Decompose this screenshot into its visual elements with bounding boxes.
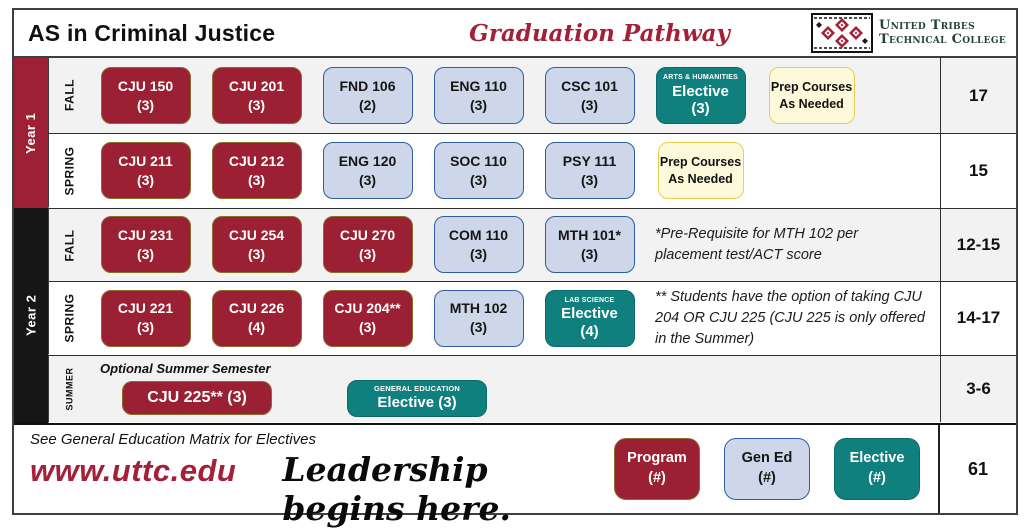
pathway-title: Graduation Pathway	[469, 19, 730, 47]
summer-content: Optional Summer Semester CJU 225** (3) G…	[90, 356, 940, 423]
credits-cell: 14-17	[940, 282, 1016, 355]
optional-summer-label: Optional Summer Semester	[100, 360, 271, 376]
graduation-pathway-sheet: AS in Criminal Justice Graduation Pathwa…	[12, 8, 1018, 528]
row-year1-fall: FALL CJU 150(3) CJU 201(3) FND 106(2) EN…	[48, 58, 1016, 133]
lab-science-elective-box: LAB SCIENCE Elective (4)	[544, 289, 635, 347]
row-content: CJU 150(3) CJU 201(3) FND 106(2) ENG 110…	[90, 58, 940, 133]
course-box-eng120: ENG 120(3)	[322, 142, 413, 200]
course-box-cju201: CJU 201(3)	[211, 67, 302, 124]
course-box-mth102: MTH 102(3)	[433, 289, 524, 347]
gen-ed-matrix-note: See General Education Matrix for Electiv…	[30, 431, 316, 448]
course-box-psy111: PSY 111(3)	[544, 142, 635, 200]
year-column: Year 1 Year 2	[14, 58, 48, 423]
semester-label: SPRING	[48, 134, 90, 208]
course-box-cju270: CJU 270(3)	[322, 216, 413, 274]
arts-humanities-elective-box: ARTS & HUMANITIES Elective (3)	[655, 67, 746, 124]
course-box-cju225: CJU 225** (3)	[122, 381, 272, 415]
course-box-cju231: CJU 231(3)	[100, 216, 191, 274]
college-name-line1: United Tribes	[879, 17, 975, 33]
year-2-label: Year 2	[14, 208, 48, 423]
course-box-cju211: CJU 211(3)	[100, 142, 191, 200]
row-summer: SUMMER Optional Summer Semester CJU 225*…	[48, 354, 1016, 423]
header: AS in Criminal Justice Graduation Pathwa…	[14, 10, 1016, 58]
course-box-csc101: CSC 101(3)	[544, 67, 635, 124]
pathway-table: Year 1 Year 2 FALL CJU 150(3) CJU 201(3)…	[14, 58, 1016, 423]
cju204-option-note: ** Students have the option of taking CJ…	[655, 288, 925, 347]
course-box-fnd106: FND 106(2)	[322, 67, 413, 124]
row-year2-spring: SPRING CJU 221(3) CJU 226(4) CJU 204**(3…	[48, 281, 1016, 355]
course-box-cju226: CJU 226(4)	[211, 289, 302, 347]
website-link[interactable]: www.uttc.edu	[30, 453, 237, 488]
row-content: CJU 221(3) CJU 226(4) CJU 204**(3) MTH 1…	[90, 282, 940, 355]
legend-gened-box: Gen Ed(#)	[724, 438, 810, 500]
course-box-cju254: CJU 254(3)	[211, 216, 302, 274]
row-year1-spring: SPRING CJU 211(3) CJU 212(3) ENG 120(3) …	[48, 133, 1016, 208]
legend: Program(#) Gen Ed(#) Elective(#)	[614, 425, 938, 513]
tribal-diamond-icon	[811, 13, 873, 53]
course-box-soc110: SOC 110(3)	[433, 142, 524, 200]
course-box-eng110: ENG 110(3)	[433, 67, 524, 124]
year-1-label: Year 1	[14, 58, 48, 208]
course-box-cju204: CJU 204**(3)	[322, 289, 413, 347]
semester-rows: FALL CJU 150(3) CJU 201(3) FND 106(2) EN…	[48, 58, 1016, 423]
row-year2-fall: FALL CJU 231(3) CJU 254(3) CJU 270(3) CO…	[48, 207, 1016, 282]
semester-label: FALL	[48, 208, 90, 281]
credits-cell: 12-15	[940, 208, 1016, 281]
semester-label: SPRING	[48, 282, 90, 355]
course-box-cju212: CJU 212(3)	[211, 142, 302, 200]
semester-label: SUMMER	[48, 355, 90, 422]
tagline: Leadership begins here.	[282, 450, 511, 528]
row-content: CJU 231(3) CJU 254(3) CJU 270(3) COM 110…	[90, 209, 940, 282]
credits-cell: 3-6	[940, 355, 1016, 422]
course-box-cju221: CJU 221(3)	[100, 289, 191, 347]
footer-left: See General Education Matrix for Electiv…	[14, 425, 614, 528]
credits-cell: 17	[940, 58, 1016, 133]
legend-elective-box: Elective(#)	[834, 438, 920, 500]
course-box-mth101: MTH 101*(3)	[544, 216, 635, 274]
college-logo: United Tribes Technical College	[811, 13, 1016, 53]
semester-label: FALL	[48, 58, 90, 133]
college-name-line2: Technical College	[879, 32, 1006, 47]
general-education-elective-box: GENERAL EDUCATION Elective (3)	[347, 379, 487, 417]
summer-boxes: CJU 225** (3) GENERAL EDUCATION Elective…	[90, 379, 940, 417]
row-content: CJU 211(3) CJU 212(3) ENG 120(3) SOC 110…	[90, 134, 940, 208]
college-name: United Tribes Technical College	[879, 17, 1006, 48]
course-box-com110: COM 110(3)	[433, 216, 524, 274]
page-title: AS in Criminal Justice	[28, 19, 276, 46]
course-box-cju150: CJU 150(3)	[100, 67, 191, 124]
credits-cell: 15	[940, 134, 1016, 208]
legend-program-box: Program(#)	[614, 438, 700, 500]
footer: See General Education Matrix for Electiv…	[14, 423, 1016, 528]
mth101-prerequisite-note: *Pre-Requisite for MTH 102 per placement…	[655, 225, 859, 263]
total-credits-cell: 61	[938, 425, 1016, 513]
